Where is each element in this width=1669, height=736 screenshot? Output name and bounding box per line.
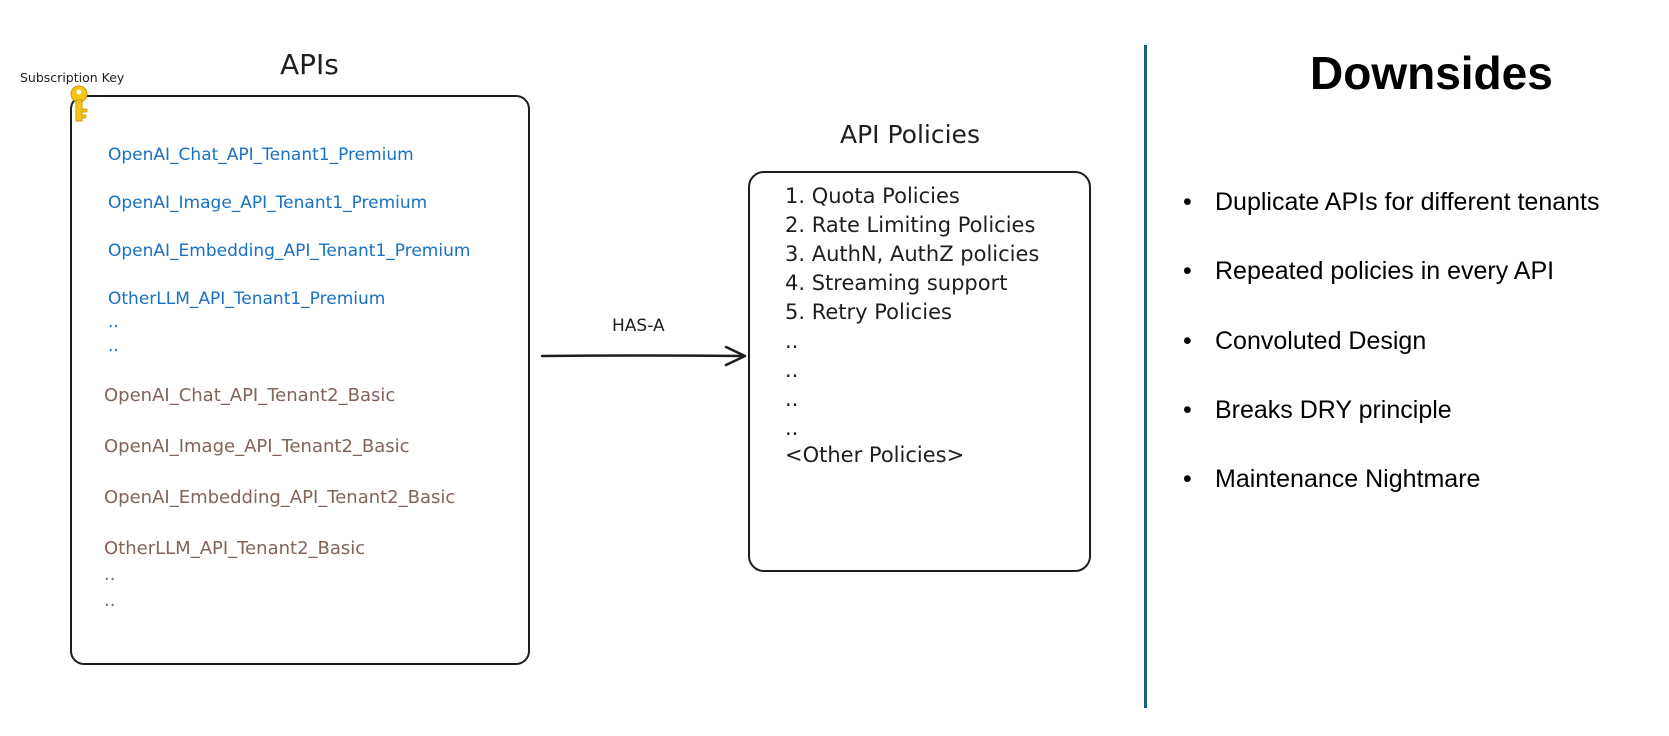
policy-item: 1. Quota Policies <box>785 184 960 208</box>
api-policies-box <box>748 171 1091 572</box>
downside-text: Breaks DRY principle <box>1215 396 1452 424</box>
policy-item: 4. Streaming support <box>785 271 1008 295</box>
policy-item-ellipsis: .. <box>785 358 799 382</box>
api-item-tenant2: OpenAI_Embedding_API_Tenant2_Basic <box>104 487 456 508</box>
apis-box <box>70 95 530 665</box>
downside-item: • Breaks DRY principle <box>1183 396 1452 425</box>
policy-item-ellipsis: .. <box>785 387 799 411</box>
bullet-icon: • <box>1183 327 1192 355</box>
downside-item: • Maintenance Nightmare <box>1183 465 1480 494</box>
api-item-tenant1-ellipsis: .. <box>108 336 119 356</box>
api-item-tenant1: OtherLLM_API_Tenant1_Premium <box>108 289 386 309</box>
has-a-label: HAS-A <box>612 316 665 336</box>
has-a-arrow <box>540 345 747 367</box>
downside-text: Convoluted Design <box>1215 327 1427 355</box>
subscription-key-label: Subscription Key <box>20 70 125 85</box>
downside-text: Maintenance Nightmare <box>1215 465 1481 493</box>
api-item-tenant2: OpenAI_Image_API_Tenant2_Basic <box>104 436 410 457</box>
bullet-icon: • <box>1183 396 1192 424</box>
downside-item: • Repeated policies in every API <box>1183 257 1554 286</box>
policy-item-ellipsis: .. <box>785 329 799 353</box>
key-icon <box>70 85 88 122</box>
downside-text: Duplicate APIs for different tenants <box>1215 188 1600 216</box>
api-policies-title: API Policies <box>840 120 980 149</box>
apis-title: APIs <box>280 48 339 81</box>
policy-item-ellipsis: .. <box>785 416 799 440</box>
policy-item: <Other Policies> <box>785 443 965 467</box>
api-item-tenant2-ellipsis: .. <box>104 590 116 611</box>
downside-item: • Duplicate APIs for different tenants <box>1183 188 1600 217</box>
policy-item: 3. AuthN, AuthZ policies <box>785 242 1040 266</box>
vertical-divider <box>1144 45 1147 708</box>
policy-item: 2. Rate Limiting Policies <box>785 213 1036 237</box>
bullet-icon: • <box>1183 188 1192 216</box>
api-item-tenant1: OpenAI_Image_API_Tenant1_Premium <box>108 193 428 213</box>
downsides-title: Downsides <box>1310 47 1553 99</box>
policy-item: 5. Retry Policies <box>785 300 952 324</box>
bullet-icon: • <box>1183 465 1192 493</box>
downside-item: • Convoluted Design <box>1183 327 1426 356</box>
api-item-tenant2-ellipsis: .. <box>104 564 116 585</box>
api-item-tenant1: OpenAI_Embedding_API_Tenant1_Premium <box>108 241 471 261</box>
api-item-tenant2: OpenAI_Chat_API_Tenant2_Basic <box>104 385 396 406</box>
downside-text: Repeated policies in every API <box>1215 257 1555 285</box>
bullet-icon: • <box>1183 257 1192 285</box>
api-item-tenant2: OtherLLM_API_Tenant2_Basic <box>104 538 366 559</box>
api-item-tenant1: OpenAI_Chat_API_Tenant1_Premium <box>108 145 414 165</box>
api-item-tenant1-ellipsis: .. <box>108 312 119 332</box>
